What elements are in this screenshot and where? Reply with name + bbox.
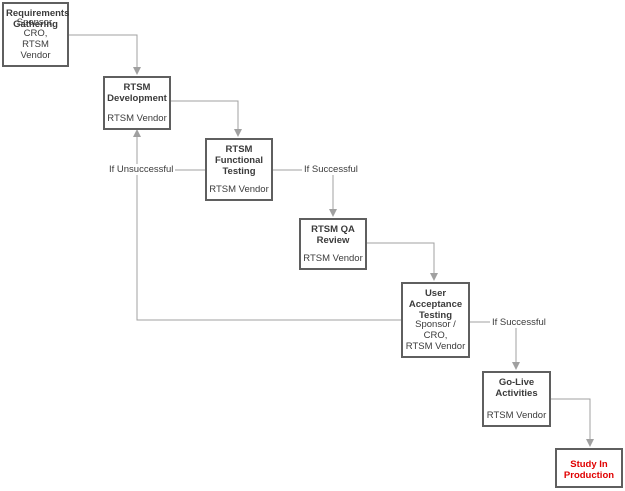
step-owner: RTSM Vendor <box>303 253 363 264</box>
connector-uat-to-go-live <box>470 321 520 370</box>
step-owner: RTSM Vendor <box>209 184 269 195</box>
connector-functional-testing-to-qa-review <box>273 169 337 217</box>
edge-label-if-successful-functional: If Successful <box>302 164 360 175</box>
connector-development-to-functional-testing <box>171 100 242 137</box>
connector-requirements-to-development <box>69 34 141 75</box>
edge-label-if-unsuccessful: If Unsuccessful <box>107 164 176 175</box>
step-owner: RTSM Vendor <box>486 410 547 421</box>
edge-label-if-successful-uat: If Successful <box>490 317 548 328</box>
step-owner: Sponsor, CRO,RTSM Vendor <box>16 17 55 61</box>
connector-qa-review-to-uat <box>367 242 438 281</box>
connector-uat-back-to-development <box>136 170 401 321</box>
step-owner: Sponsor / CRO,RTSM Vendor <box>405 319 466 352</box>
connector-go-live-to-production <box>551 398 594 447</box>
step-owner: RTSM Vendor <box>107 113 167 124</box>
